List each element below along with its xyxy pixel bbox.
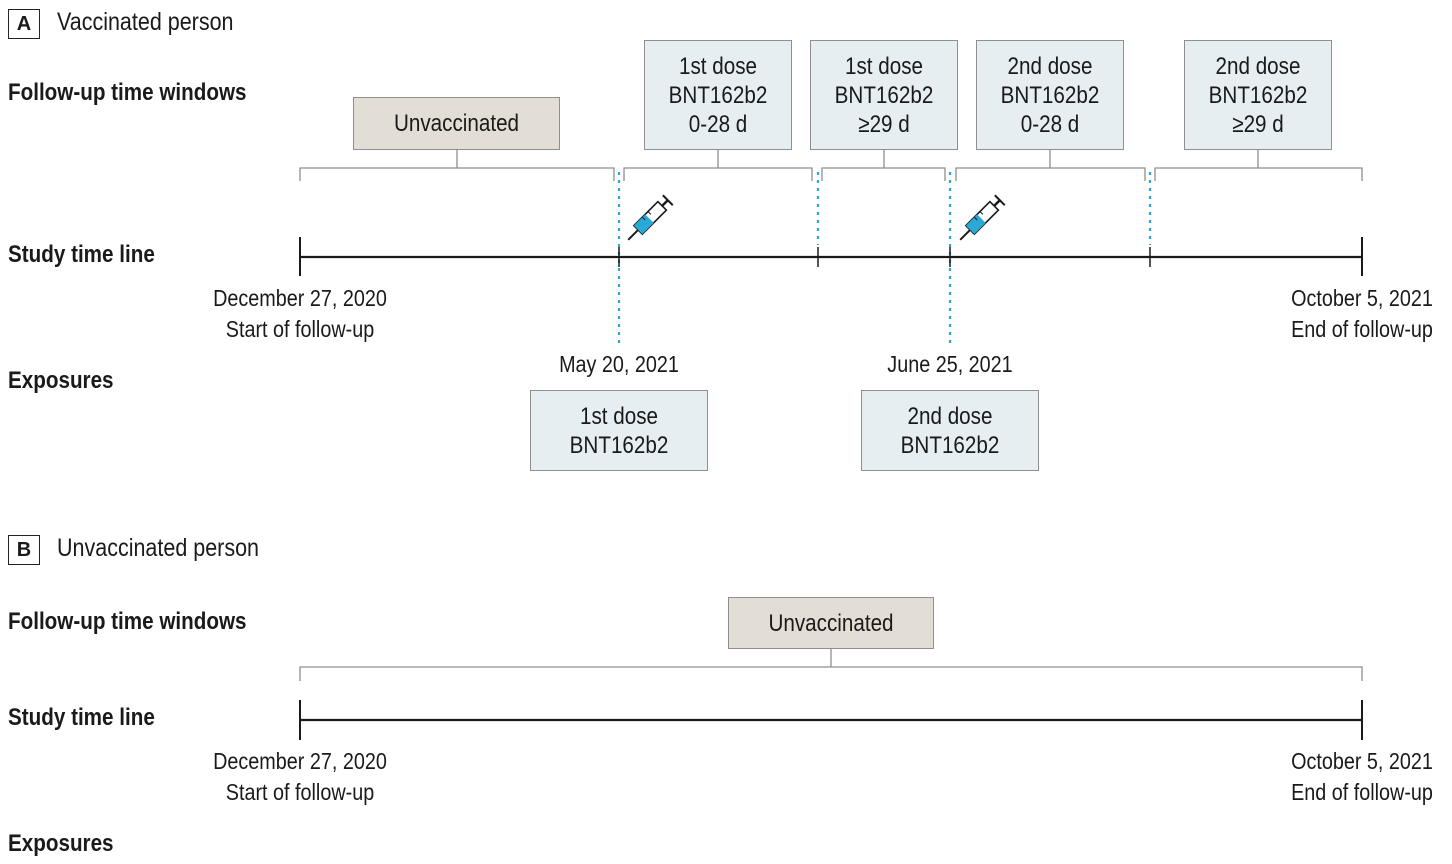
panel-b-letter: B bbox=[8, 535, 40, 565]
window-box-line: 1st dose bbox=[844, 52, 924, 80]
window-box-dose2-29d: 2nd dose BNT162b2 ≥29 d bbox=[1184, 40, 1332, 150]
bracket-dose1-early bbox=[623, 150, 813, 181]
window-box-line: ≥29 d bbox=[1232, 110, 1284, 138]
exposure-box-line: BNT162b2 bbox=[900, 431, 1000, 459]
bracket-unvaccinated bbox=[299, 150, 615, 181]
window-box-line: BNT162b2 bbox=[1000, 81, 1100, 109]
row-label-exposures: Exposures bbox=[8, 830, 114, 857]
window-box-unvaccinated: Unvaccinated bbox=[728, 597, 934, 649]
window-box-line: 2nd dose bbox=[1007, 52, 1093, 80]
syringe-icon bbox=[959, 194, 1006, 241]
bracket-dose2-late bbox=[1154, 150, 1363, 181]
bracket-dose2-early bbox=[955, 150, 1146, 181]
window-box-line: BNT162b2 bbox=[1208, 81, 1308, 109]
start-caption: Start of follow-up bbox=[225, 779, 375, 805]
end-caption: End of follow-up bbox=[1291, 316, 1433, 342]
window-box-line: Unvaccinated bbox=[393, 110, 520, 137]
bracket-dose1-late bbox=[821, 150, 946, 181]
row-label-windows: Follow-up time windows bbox=[8, 79, 247, 106]
row-label-timeline: Study time line bbox=[8, 704, 155, 731]
window-box-line: 2nd dose bbox=[1215, 52, 1301, 80]
panel-b-brackets bbox=[299, 649, 1363, 681]
panel-a-title: Vaccinated person bbox=[57, 8, 234, 36]
window-box-line: 1st dose bbox=[678, 52, 758, 80]
exposure-date-dose2: June 25, 2021 bbox=[887, 351, 1013, 377]
exposure-box-dose2: 2nd dose BNT162b2 bbox=[861, 390, 1039, 471]
end-date: October 5, 2021 bbox=[1291, 285, 1433, 311]
window-box-line: ≥29 d bbox=[858, 110, 910, 138]
exposure-box-dose1: 1st dose BNT162b2 bbox=[530, 390, 708, 471]
window-box-line: 0-28 d bbox=[688, 110, 748, 138]
window-box-unvaccinated: Unvaccinated bbox=[353, 97, 560, 150]
start-date: December 27, 2020 bbox=[213, 748, 387, 774]
panel-b-timeline bbox=[299, 700, 1363, 740]
start-caption: Start of follow-up bbox=[225, 316, 375, 342]
window-box-line: BNT162b2 bbox=[834, 81, 934, 109]
exposure-box-line: 1st dose bbox=[579, 402, 659, 430]
row-label-windows: Follow-up time windows bbox=[8, 608, 247, 635]
end-date: October 5, 2021 bbox=[1291, 748, 1433, 774]
window-box-dose2-0-28d: 2nd dose BNT162b2 0-28 d bbox=[976, 40, 1124, 150]
window-box-line: 0-28 d bbox=[1020, 110, 1080, 138]
window-box-dose1-0-28d: 1st dose BNT162b2 0-28 d bbox=[644, 40, 792, 150]
window-box-line: Unvaccinated bbox=[768, 609, 894, 637]
syringe-icon bbox=[627, 194, 674, 241]
bracket-unvaccinated bbox=[299, 649, 1363, 681]
end-caption: End of follow-up bbox=[1291, 779, 1433, 805]
exposure-box-line: BNT162b2 bbox=[569, 431, 669, 459]
window-box-dose1-29d: 1st dose BNT162b2 ≥29 d bbox=[810, 40, 958, 150]
start-date: December 27, 2020 bbox=[213, 285, 387, 311]
window-box-line: BNT162b2 bbox=[668, 81, 768, 109]
panel-b-title: Unvaccinated person bbox=[57, 534, 259, 562]
exposure-box-line: 2nd dose bbox=[907, 402, 993, 430]
exposure-date-dose1: May 20, 2021 bbox=[559, 351, 679, 377]
panel-a-letter: A bbox=[8, 9, 40, 39]
row-label-timeline: Study time line bbox=[8, 241, 155, 268]
row-label-exposures: Exposures bbox=[8, 367, 114, 394]
panel-a-timeline bbox=[299, 237, 1363, 276]
panel-a-brackets bbox=[299, 150, 1363, 181]
